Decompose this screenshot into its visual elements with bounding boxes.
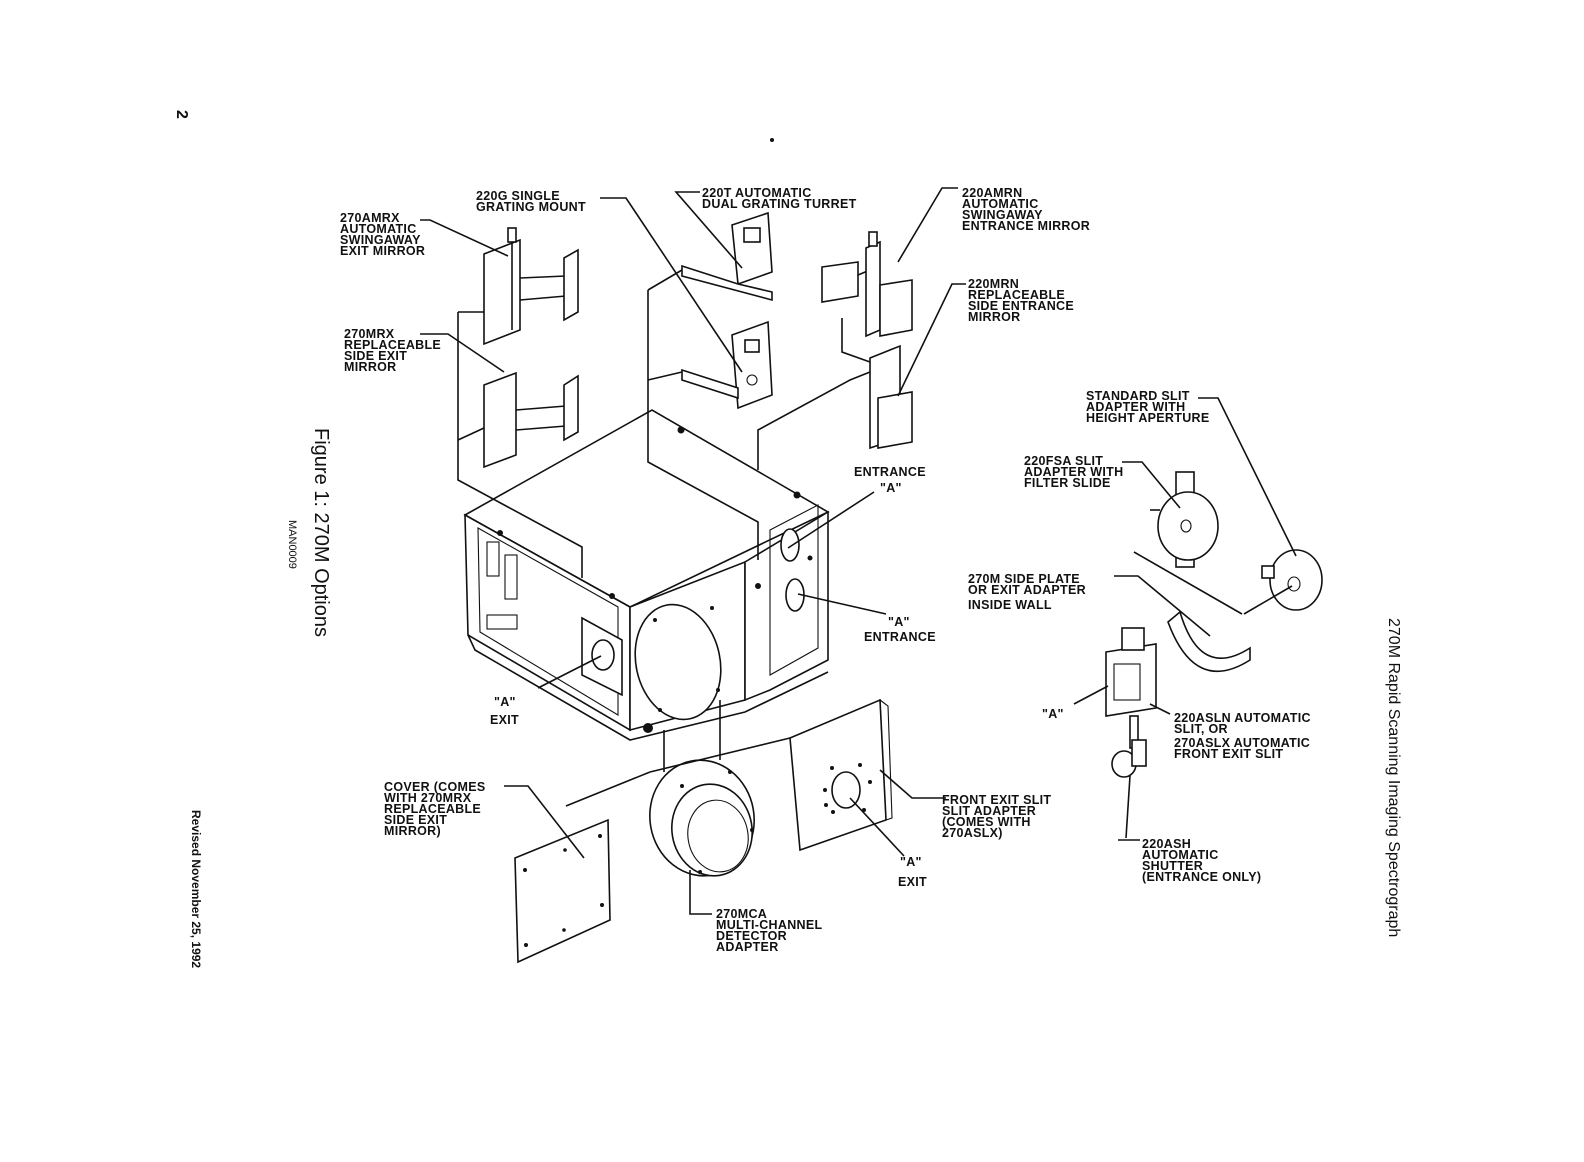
svg-text:SLIT ADAPTER: SLIT ADAPTER <box>942 804 1036 818</box>
svg-text:FILTER SLIDE: FILTER SLIDE <box>1024 476 1111 490</box>
callout-270mca: 270MCA MULTI-CHANNEL DETECTOR ADAPTER <box>716 907 822 954</box>
svg-text:MIRROR: MIRROR <box>968 310 1021 324</box>
svg-text:COVER (COMES: COVER (COMES <box>384 780 486 794</box>
callout-270aslx: 270ASLX AUTOMATIC FRONT EXIT SLIT <box>1174 736 1310 761</box>
callout-220t: 220T AUTOMATIC DUAL GRATING TURRET <box>702 186 857 211</box>
callout-220asln: 220ASLN AUTOMATIC SLIT, OR <box>1174 711 1311 736</box>
callout-220mrn: 220MRN REPLACEABLE SIDE ENTRANCE MIRROR <box>968 277 1074 324</box>
callout-220g: 220G SINGLE GRATING MOUNT <box>476 189 586 214</box>
svg-text:270AMRX: 270AMRX <box>340 211 400 225</box>
svg-text:SIDE ENTRANCE: SIDE ENTRANCE <box>968 299 1074 313</box>
svg-text:220ASLN AUTOMATIC: 220ASLN AUTOMATIC <box>1174 711 1311 725</box>
svg-text:SHUTTER: SHUTTER <box>1142 859 1203 873</box>
callout-front-exit: FRONT EXIT SLIT SLIT ADAPTER (COMES WITH… <box>942 793 1051 840</box>
svg-text:SLIT, OR: SLIT, OR <box>1174 722 1228 736</box>
svg-text:ENTRANCE: ENTRANCE <box>864 630 936 644</box>
svg-text:MIRROR: MIRROR <box>344 360 397 374</box>
svg-text:220FSA SLIT: 220FSA SLIT <box>1024 454 1103 468</box>
entrance-mirror-assemblies <box>821 231 913 450</box>
svg-text:220ASH: 220ASH <box>1142 837 1191 851</box>
callout-entrance-top: ENTRANCE "A" <box>854 465 926 495</box>
svg-text:MULTI-CHANNEL: MULTI-CHANNEL <box>716 918 822 932</box>
callout-entrance-side: "A" ENTRANCE <box>864 615 936 644</box>
svg-text:OR EXIT ADAPTER: OR EXIT ADAPTER <box>968 583 1086 597</box>
svg-text:ENTRANCE MIRROR: ENTRANCE MIRROR <box>962 219 1090 233</box>
svg-text:EXIT: EXIT <box>898 875 927 889</box>
callout-standard-slit: STANDARD SLIT ADAPTER WITH HEIGHT APERTU… <box>1086 389 1210 425</box>
svg-text:REPLACEABLE: REPLACEABLE <box>344 338 441 352</box>
cover-plate-part <box>514 818 611 964</box>
svg-text:AUTOMATIC: AUTOMATIC <box>962 197 1039 211</box>
front-exit-slit-adapter-part <box>789 698 893 852</box>
svg-text:270ASLX AUTOMATIC: 270ASLX AUTOMATIC <box>1174 736 1310 750</box>
svg-text:"A": "A" <box>494 695 516 709</box>
svg-text:ADAPTER: ADAPTER <box>716 940 779 954</box>
svg-text:REPLACEABLE: REPLACEABLE <box>384 802 481 816</box>
svg-text:270ASLX): 270ASLX) <box>942 826 1003 840</box>
callout-220fsa: 220FSA SLIT ADAPTER WITH FILTER SLIDE <box>1024 454 1123 490</box>
svg-text:"A": "A" <box>880 481 902 495</box>
svg-text:SWINGAWAY: SWINGAWAY <box>962 208 1043 222</box>
callout-exit-left: "A" EXIT <box>490 695 519 727</box>
callout-side-plate: 270M SIDE PLATE OR EXIT ADAPTER INSIDE W… <box>968 572 1086 612</box>
callout-amrx: 270AMRX AUTOMATIC SWINGAWAY EXIT MIRROR <box>340 211 425 258</box>
grating-mounts <box>681 211 773 410</box>
svg-text:MIRROR): MIRROR) <box>384 824 441 838</box>
svg-text:EXIT MIRROR: EXIT MIRROR <box>340 244 425 258</box>
svg-text:220MRN: 220MRN <box>968 277 1019 291</box>
svg-text:SIDE EXIT: SIDE EXIT <box>384 813 447 827</box>
svg-text:AUTOMATIC: AUTOMATIC <box>1142 848 1219 862</box>
svg-text:DUAL GRATING TURRET: DUAL GRATING TURRET <box>702 197 857 211</box>
callout-270mrx: 270MRX REPLACEABLE SIDE EXIT MIRROR <box>344 327 441 374</box>
svg-text:SIDE EXIT: SIDE EXIT <box>344 349 407 363</box>
svg-text:DETECTOR: DETECTOR <box>716 929 787 943</box>
svg-text:ADAPTER WITH: ADAPTER WITH <box>1024 465 1123 479</box>
leader-lines <box>420 187 1297 915</box>
svg-text:FRONT EXIT SLIT: FRONT EXIT SLIT <box>942 793 1051 807</box>
callout-exit-front: "A" EXIT <box>898 855 927 889</box>
svg-text:"A": "A" <box>1042 707 1064 721</box>
svg-text:(ENTRANCE ONLY): (ENTRANCE ONLY) <box>1142 870 1261 884</box>
svg-text:AUTOMATIC: AUTOMATIC <box>340 222 417 236</box>
svg-text:270M SIDE PLATE: 270M SIDE PLATE <box>968 572 1080 586</box>
multi-channel-detector-adapter-part <box>649 759 755 877</box>
callout-a-slit: "A" <box>1042 707 1064 721</box>
svg-text:ADAPTER WITH: ADAPTER WITH <box>1086 400 1185 414</box>
svg-text:GRATING MOUNT: GRATING MOUNT <box>476 200 586 214</box>
callout-220ash: 220ASH AUTOMATIC SHUTTER (ENTRANCE ONLY) <box>1142 837 1261 884</box>
spectrograph-housing <box>463 409 830 741</box>
svg-text:220AMRN: 220AMRN <box>962 186 1022 200</box>
slit-adapters <box>1105 471 1323 778</box>
svg-text:EXIT: EXIT <box>490 713 519 727</box>
svg-text:REPLACEABLE: REPLACEABLE <box>968 288 1065 302</box>
callout-cover: COVER (COMES WITH 270MRX REPLACEABLE SID… <box>384 780 486 838</box>
svg-text:HEIGHT APERTURE: HEIGHT APERTURE <box>1086 411 1210 425</box>
svg-text:ENTRANCE: ENTRANCE <box>854 465 926 479</box>
svg-text:270MRX: 270MRX <box>344 327 395 341</box>
svg-text:STANDARD SLIT: STANDARD SLIT <box>1086 389 1190 403</box>
svg-text:"A": "A" <box>900 855 922 869</box>
svg-text:220G SINGLE: 220G SINGLE <box>476 189 560 203</box>
svg-text:INSIDE WALL: INSIDE WALL <box>968 598 1052 612</box>
callout-220amrn: 220AMRN AUTOMATIC SWINGAWAY ENTRANCE MIR… <box>962 186 1090 233</box>
svg-text:(COMES WITH: (COMES WITH <box>942 815 1031 829</box>
svg-text:270MCA: 270MCA <box>716 907 767 921</box>
svg-text:FRONT EXIT SLIT: FRONT EXIT SLIT <box>1174 747 1283 761</box>
exit-mirror-assemblies <box>483 227 579 469</box>
svg-text:220T AUTOMATIC: 220T AUTOMATIC <box>702 186 812 200</box>
svg-text:SWINGAWAY: SWINGAWAY <box>340 233 421 247</box>
svg-text:WITH 270MRX: WITH 270MRX <box>384 791 472 805</box>
svg-text:"A": "A" <box>888 615 910 629</box>
